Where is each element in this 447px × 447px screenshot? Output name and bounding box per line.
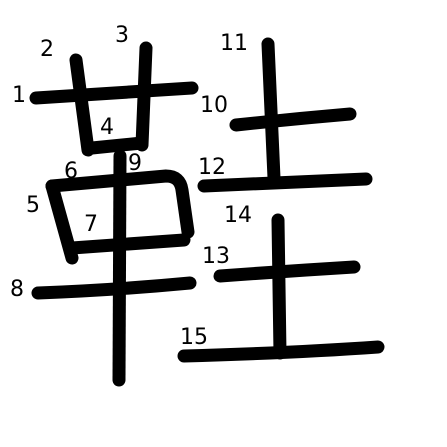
stroke-4: [85, 136, 149, 155]
stroke-10: [229, 107, 357, 132]
stroke-number-8: 8: [10, 277, 24, 302]
stroke-3: [135, 41, 153, 152]
stroke-15: [177, 340, 385, 363]
stroke-7: [65, 233, 191, 255]
stroke-number-15: 15: [180, 325, 208, 350]
stroke-numbers: 1 2 3 4 5 6 7 8 9 10 11 12 13 14 15: [10, 23, 252, 350]
stroke-number-12: 12: [198, 155, 226, 180]
stroke-number-6: 6: [64, 159, 78, 184]
stroke-14: [271, 213, 287, 360]
strokes: [29, 37, 385, 387]
stroke-6: [45, 169, 195, 239]
stroke-number-9: 9: [128, 151, 142, 176]
stroke-number-1: 1: [12, 83, 26, 108]
stroke-number-14: 14: [224, 203, 252, 228]
stroke-number-11: 11: [220, 31, 248, 56]
stroke-number-4: 4: [100, 115, 114, 140]
stroke-number-3: 3: [115, 23, 129, 48]
stroke-12: [197, 172, 373, 193]
stroke-11: [261, 37, 281, 185]
stroke-2: [69, 53, 95, 157]
stroke-number-13: 13: [202, 244, 230, 269]
stroke-1: [29, 81, 199, 105]
stroke-number-7: 7: [84, 212, 98, 237]
stroke-number-10: 10: [200, 93, 228, 118]
stroke-13: [213, 260, 361, 283]
stroke-number-5: 5: [26, 193, 40, 218]
stroke-number-2: 2: [40, 37, 54, 62]
stroke-9: [112, 149, 127, 387]
